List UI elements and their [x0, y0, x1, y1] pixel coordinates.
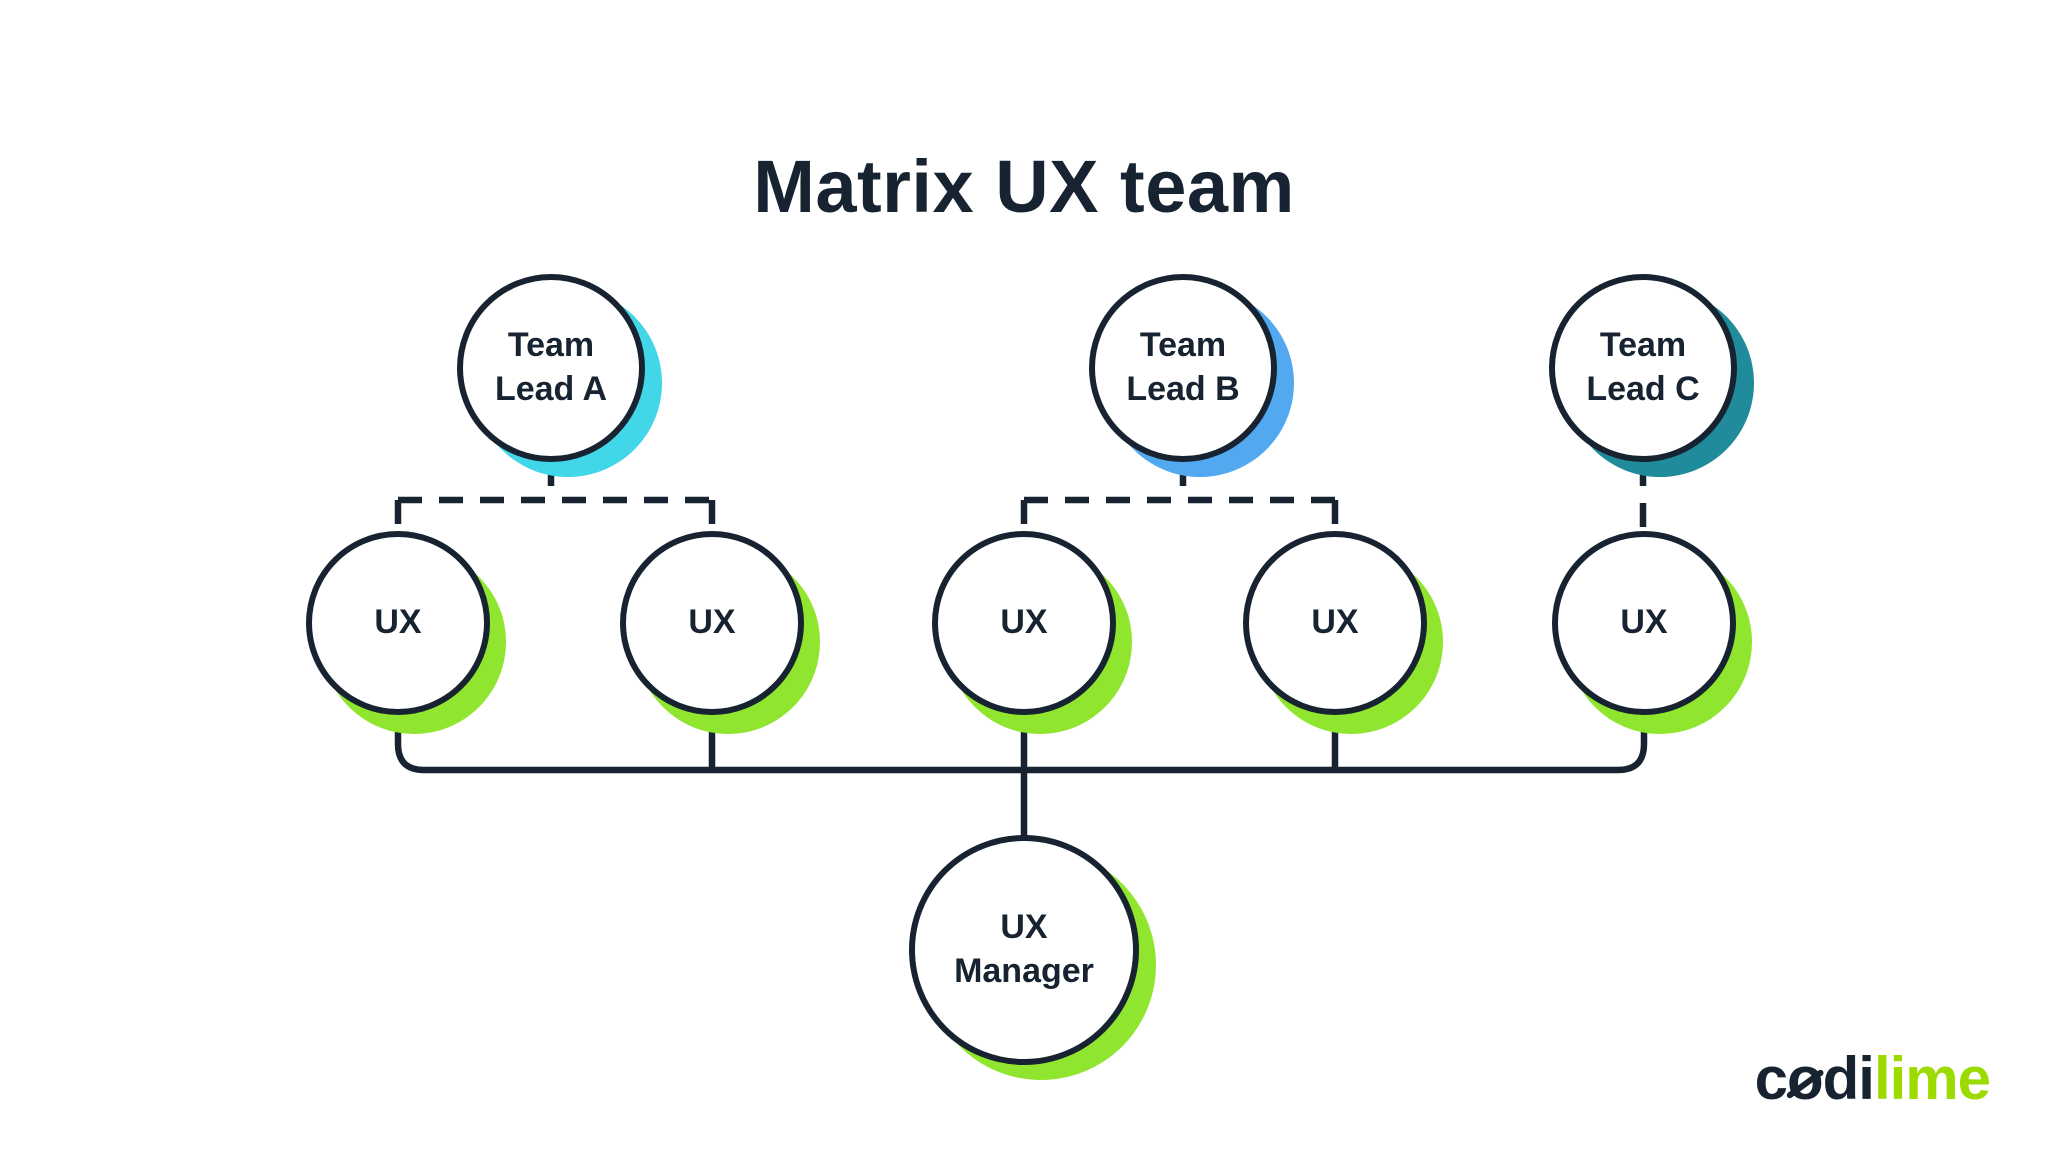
node-label: UX Manager	[954, 908, 1094, 990]
logo-slashed-o-icon: o	[1786, 1045, 1824, 1112]
logo-text-c: c	[1754, 1045, 1788, 1112]
node-circle: UX	[932, 531, 1116, 715]
codilime-logo: codilime	[1754, 1044, 1991, 1113]
node-circle: UX	[306, 531, 490, 715]
node-team-lead-b: Team Lead B	[1089, 274, 1294, 477]
node-circle: UX	[1243, 531, 1427, 715]
node-circle: Team Lead A	[457, 274, 645, 462]
node-circle: UX	[620, 531, 804, 715]
node-ux-3: UX	[932, 531, 1132, 734]
logo-text-di: di	[1822, 1045, 1875, 1112]
node-label: UX	[1311, 603, 1359, 642]
node-label: UX	[1620, 603, 1668, 642]
node-label: Team Lead A	[494, 326, 608, 408]
node-ux-manager: UX Manager	[909, 835, 1156, 1080]
node-label: UX	[374, 603, 422, 642]
node-team-lead-a: Team Lead A	[457, 274, 662, 477]
node-circle: UX	[1552, 531, 1736, 715]
page-title: Matrix UX team	[753, 144, 1295, 228]
node-label: UX	[1000, 603, 1048, 642]
node-ux-2: UX	[620, 531, 820, 734]
logo-text-lime: lime	[1873, 1045, 1991, 1112]
node-ux-4: UX	[1243, 531, 1443, 734]
node-team-lead-c: Team Lead C	[1549, 274, 1754, 477]
node-label: UX	[688, 603, 736, 642]
node-label: Team Lead C	[1586, 326, 1700, 408]
node-ux-5: UX	[1552, 531, 1752, 734]
node-circle: Team Lead B	[1089, 274, 1277, 462]
node-circle: Team Lead C	[1549, 274, 1737, 462]
node-circle: UX Manager	[909, 835, 1139, 1065]
node-label: Team Lead B	[1126, 326, 1240, 408]
node-ux-1: UX	[306, 531, 506, 734]
